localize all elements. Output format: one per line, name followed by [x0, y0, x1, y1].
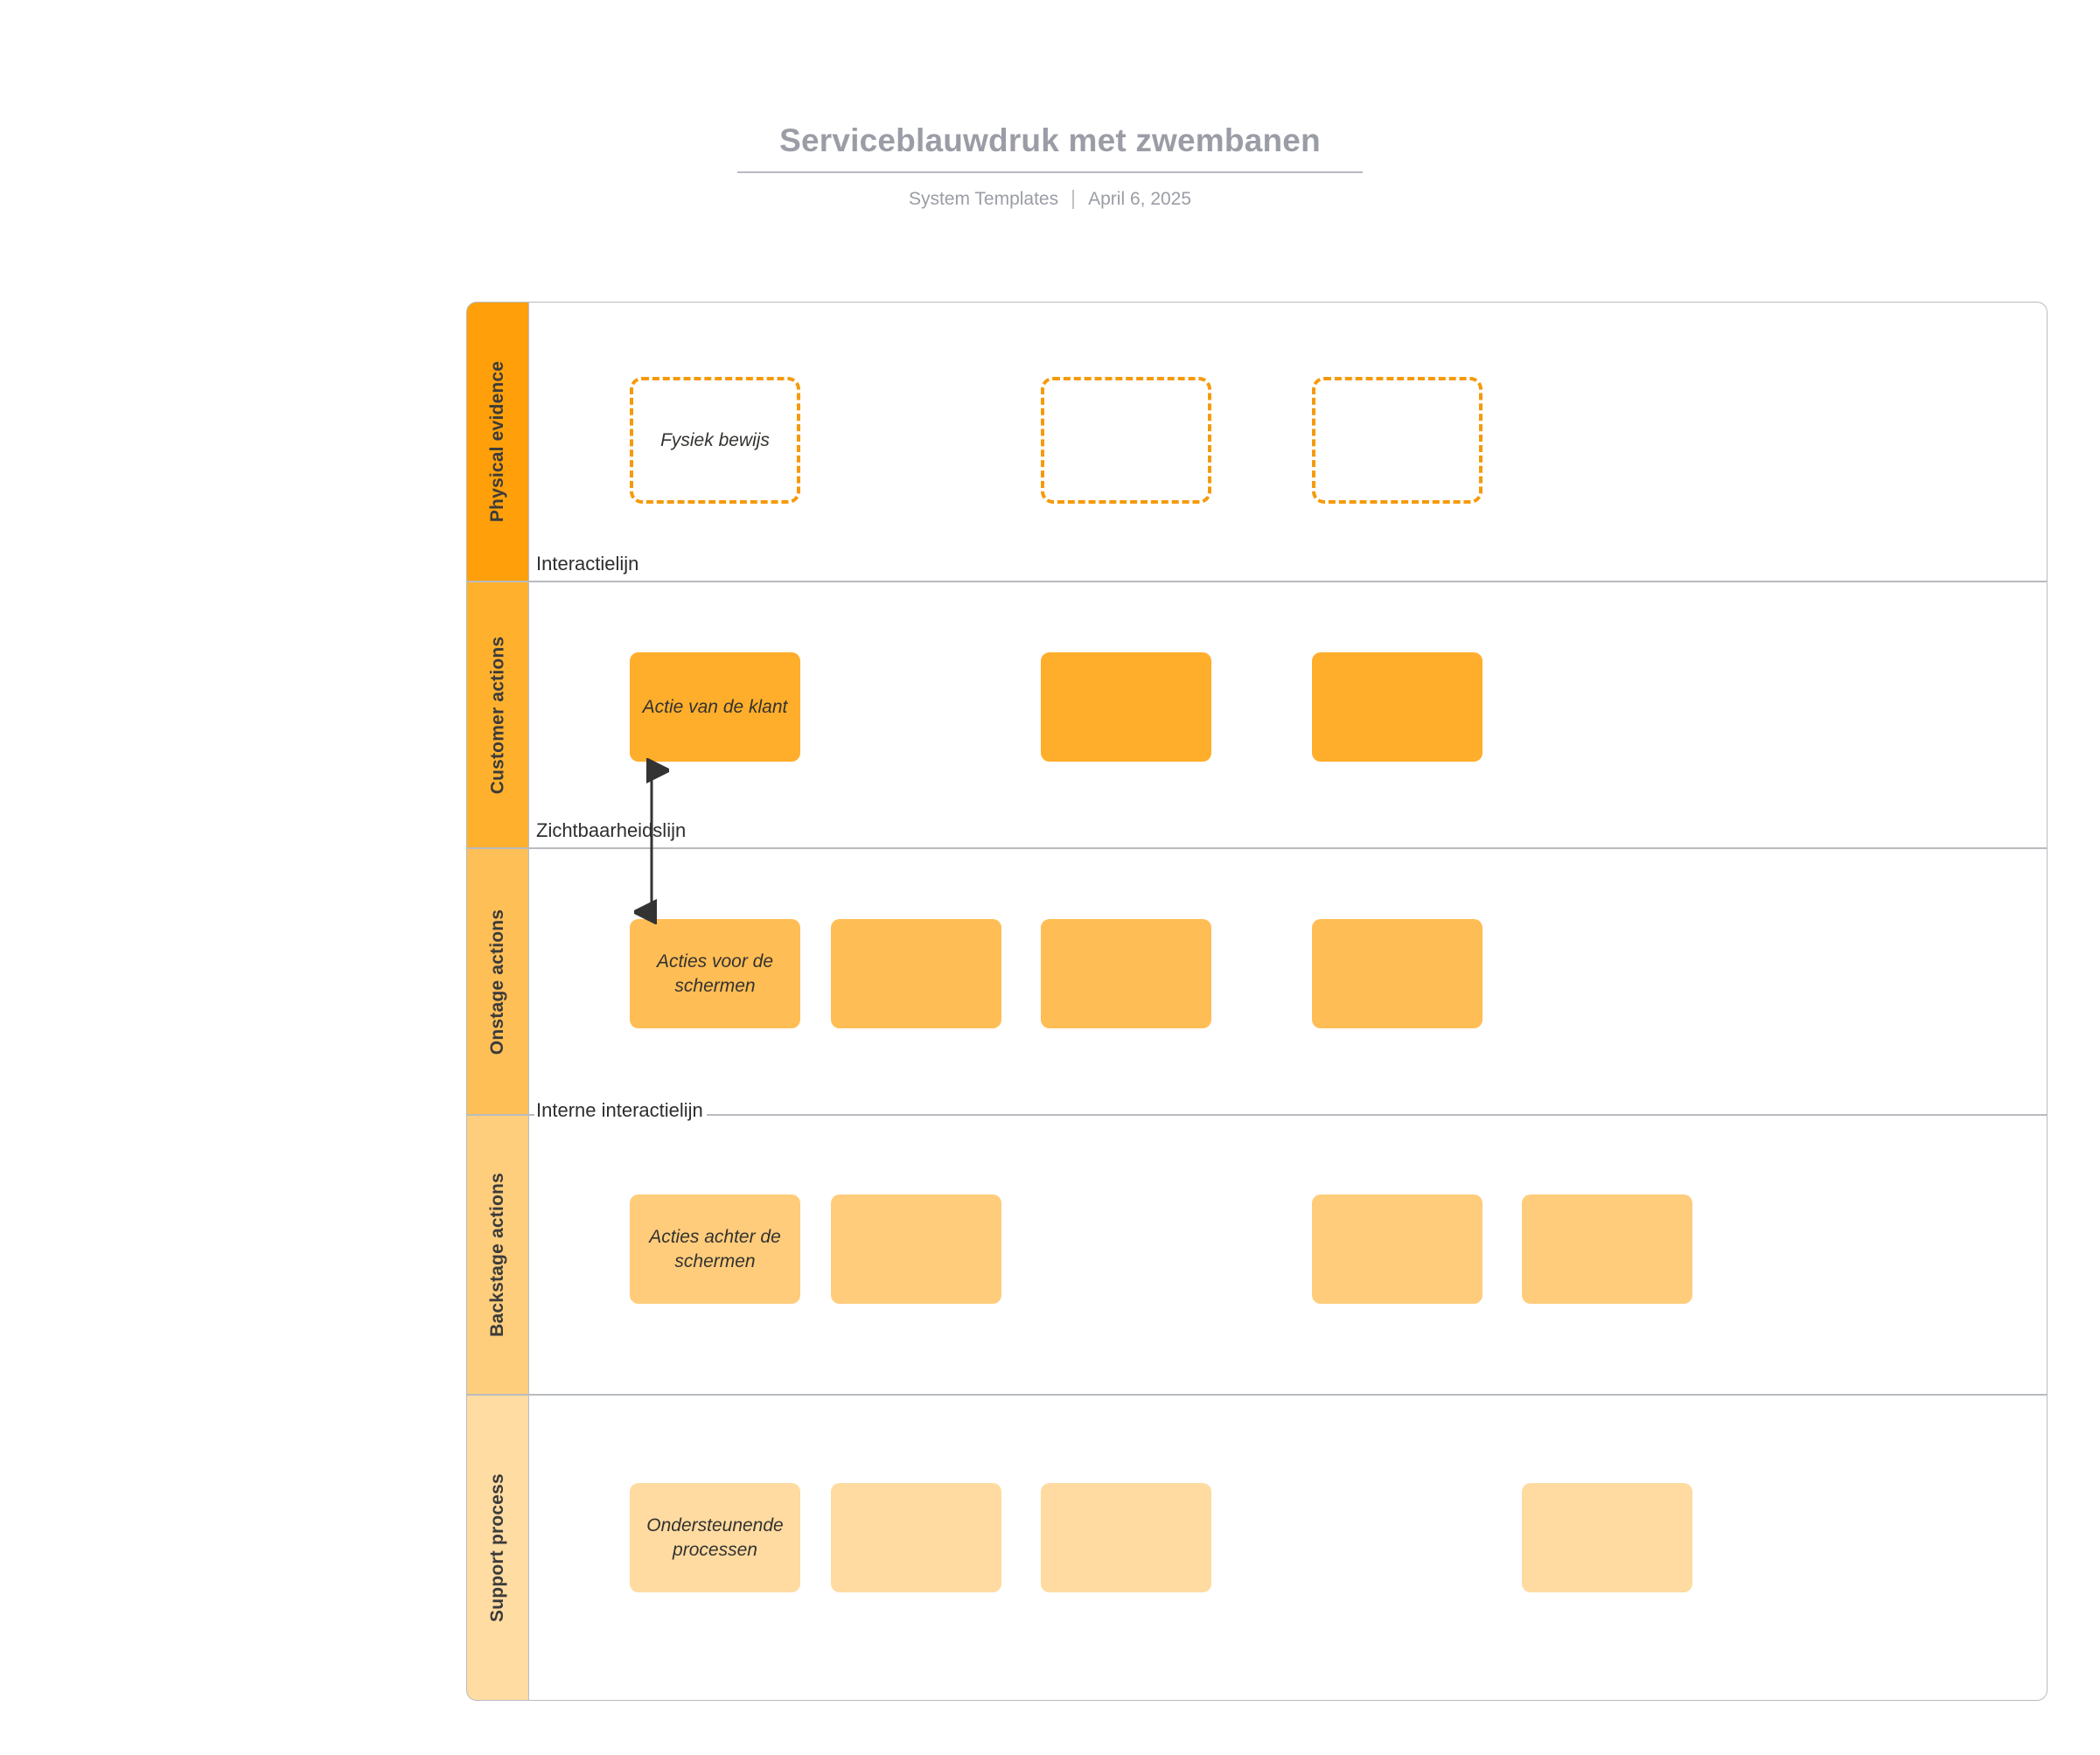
swimlane-physical-evidence: Physical evidence Fysiek bewijs [466, 302, 2048, 582]
subtitle-divider-icon [1072, 190, 1075, 209]
swimlane-support-process: Support process Ondersteunende processen [466, 1395, 2048, 1701]
task-box[interactable] [1312, 919, 1483, 1028]
task-box[interactable]: Actie van de klant [630, 652, 800, 762]
divider-label-internal-interaction-line: Interne interactielijn [534, 1099, 707, 1124]
divider-label-interaction-line: Interactielijn [534, 553, 643, 577]
lane-header-label: Customer actions [487, 636, 508, 794]
task-box[interactable]: Acties achter de schermen [630, 1194, 800, 1304]
task-label: Actie van de klant [642, 696, 788, 717]
lane-header-onstage-actions[interactable]: Onstage actions [466, 848, 529, 1115]
task-label: Acties voor de schermen [656, 951, 774, 996]
task-label: Acties achter de schermen [649, 1226, 781, 1271]
task-box[interactable] [1041, 919, 1211, 1028]
lane-header-physical-evidence[interactable]: Physical evidence [466, 302, 529, 582]
lane-header-support-process[interactable]: Support process [466, 1395, 529, 1701]
task-box[interactable] [831, 1483, 1001, 1592]
lane-header-customer-actions[interactable]: Customer actions [466, 582, 529, 848]
page-title: Serviceblauwdruk met zwembanen [737, 122, 1363, 173]
service-blueprint: Physical evidence Fysiek bewijs Customer… [466, 302, 2048, 1701]
task-box[interactable] [1312, 1194, 1483, 1304]
lane-body-onstage-actions: Acties voor de schermen [529, 848, 2048, 1115]
lane-header-backstage-actions[interactable]: Backstage actions [466, 1115, 529, 1395]
document-date: April 6, 2025 [1088, 189, 1192, 209]
lane-header-label: Support process [487, 1473, 507, 1622]
task-box[interactable]: Fysiek bewijs [630, 377, 800, 504]
swimlane-onstage-actions: Onstage actions Acties voor de schermen [466, 848, 2048, 1115]
task-box[interactable]: Ondersteunende processen [630, 1483, 800, 1592]
task-box[interactable] [1041, 1483, 1211, 1592]
document-subtitle: System Templates April 6, 2025 [0, 189, 2100, 210]
task-box[interactable] [1312, 377, 1483, 504]
lane-body-physical-evidence: Fysiek bewijs [529, 302, 2048, 582]
swimlane-customer-actions: Customer actions Actie van de klant [466, 582, 2048, 848]
task-label: Ondersteunende processen [646, 1515, 784, 1560]
task-box[interactable] [1041, 377, 1211, 504]
lane-header-label: Physical evidence [487, 360, 507, 523]
task-box[interactable] [1522, 1483, 1692, 1592]
lane-body-backstage-actions: Acties achter de schermen [529, 1115, 2048, 1395]
task-box[interactable] [1522, 1194, 1692, 1304]
document-header: Serviceblauwdruk met zwembanen System Te… [0, 122, 2100, 210]
task-box[interactable] [831, 919, 1001, 1028]
divider-label-visibility-line: Zichtbaarheidslijn [534, 819, 690, 844]
lane-header-label: Onstage actions [487, 909, 508, 1055]
task-box[interactable] [1041, 652, 1211, 762]
swimlane-backstage-actions: Backstage actions Acties achter de scher… [466, 1115, 2048, 1395]
document-source: System Templates [908, 189, 1059, 209]
task-box[interactable] [831, 1194, 1001, 1304]
task-label: Fysiek bewijs [660, 429, 770, 450]
task-box[interactable]: Acties voor de schermen [630, 919, 800, 1028]
task-box[interactable] [1312, 652, 1483, 762]
lane-header-label: Backstage actions [487, 1173, 508, 1337]
lane-body-customer-actions: Actie van de klant [529, 582, 2048, 848]
lane-body-support-process: Ondersteunende processen [529, 1395, 2048, 1701]
